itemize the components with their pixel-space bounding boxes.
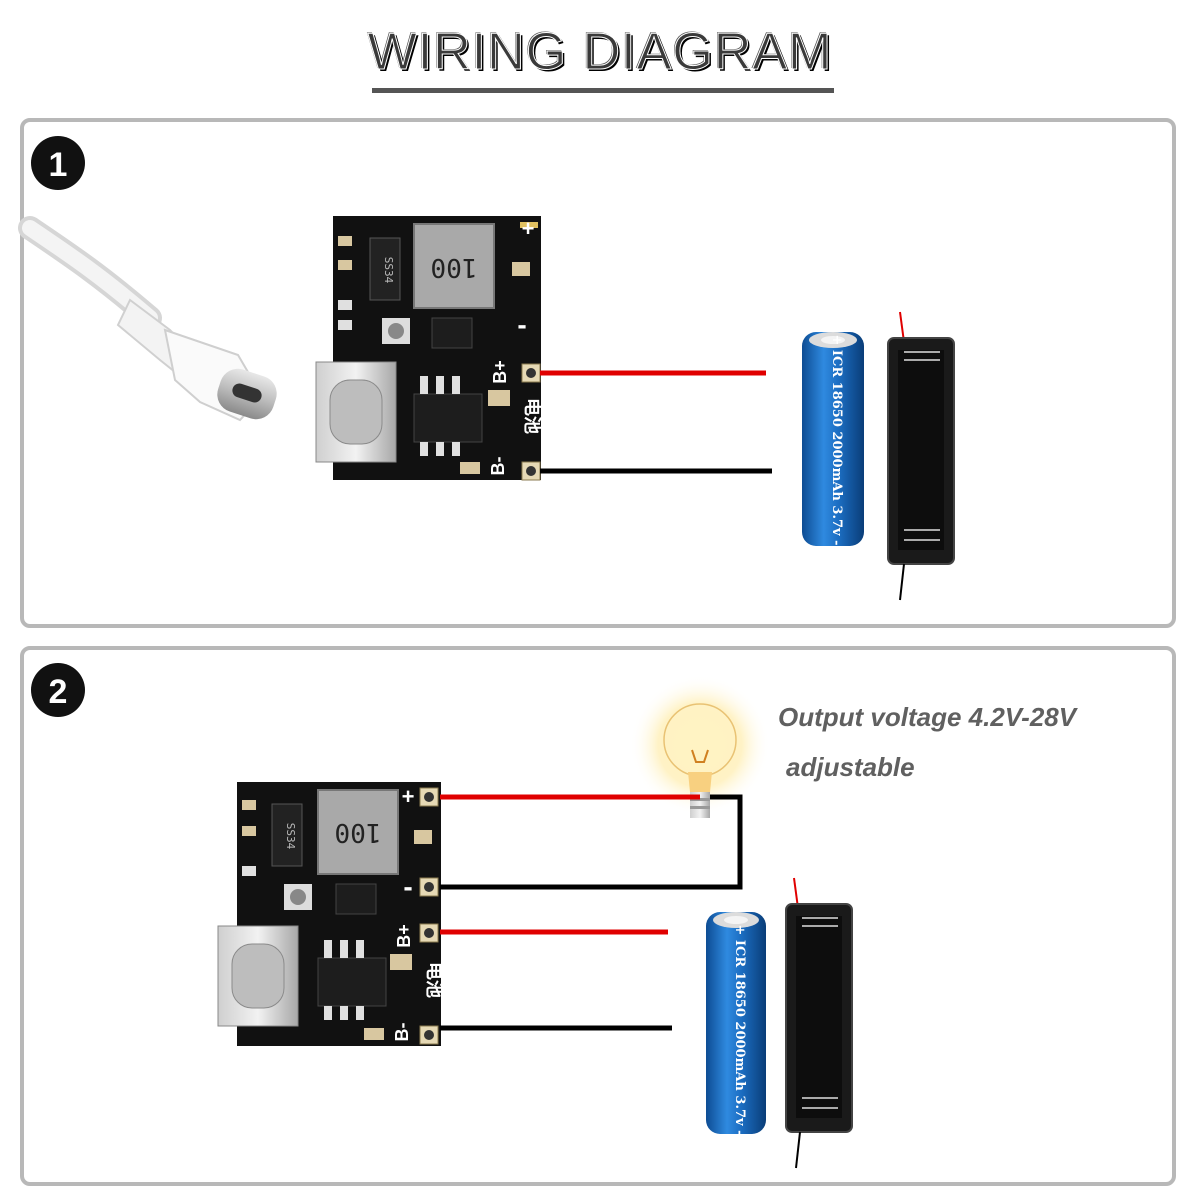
output-negative-wire bbox=[440, 794, 743, 890]
adjustable-label: adjustable bbox=[786, 752, 915, 782]
battery-18650-1: + ICR 18650 2000mAh 3.7v - bbox=[802, 332, 864, 546]
badge-2-label: 2 bbox=[49, 673, 68, 711]
usb-c-cable bbox=[18, 216, 277, 422]
page-title: WIRING DIAGRAM bbox=[367, 23, 833, 82]
battery-cn-label-2: 电池 bbox=[424, 962, 445, 998]
pad-minus-label-2: - bbox=[403, 871, 412, 902]
pad-bminus-label-1: B- bbox=[488, 457, 508, 476]
inductor-label-1: 100 bbox=[431, 252, 478, 282]
inductor-label-2: 100 bbox=[335, 817, 382, 847]
pcb-board-2: 100 SS34 + - B+ B- 电池 bbox=[217, 782, 445, 1046]
battery-label-1: + ICR 18650 2000mAh 3.7v - bbox=[829, 334, 844, 545]
battery-holder-1 bbox=[887, 311, 955, 601]
badge-2: 2 bbox=[31, 663, 85, 717]
battery-holder-2 bbox=[785, 877, 853, 1169]
pad-plus-label-1: + bbox=[522, 216, 535, 241]
pad-minus-label-1: - bbox=[517, 309, 526, 340]
light-bulb bbox=[630, 675, 770, 818]
battery-cn-label-1: 电池 bbox=[522, 398, 543, 434]
pcb-board-1: 100 SS34 + - B+ B- 电池 bbox=[315, 216, 543, 481]
diode-label-2: SS34 bbox=[284, 823, 297, 850]
pad-bplus-label-2: B+ bbox=[394, 924, 414, 948]
title-underline bbox=[372, 88, 834, 93]
badge-1-label: 1 bbox=[49, 146, 68, 184]
diode-label-1: SS34 bbox=[382, 257, 395, 284]
pad-plus-label-2: + bbox=[402, 784, 415, 809]
pad-bplus-label-1: B+ bbox=[490, 360, 510, 384]
pad-bminus-label-2: B- bbox=[392, 1023, 412, 1042]
output-voltage-label: Output voltage 4.2V-28V bbox=[778, 702, 1077, 732]
panel-boost-output bbox=[20, 646, 1176, 1186]
battery-label-2: + ICR 18650 2000mAh 3.7v - bbox=[732, 924, 747, 1135]
battery-18650-2: + ICR 18650 2000mAh 3.7v - bbox=[706, 912, 766, 1136]
badge-1: 1 bbox=[31, 136, 85, 190]
